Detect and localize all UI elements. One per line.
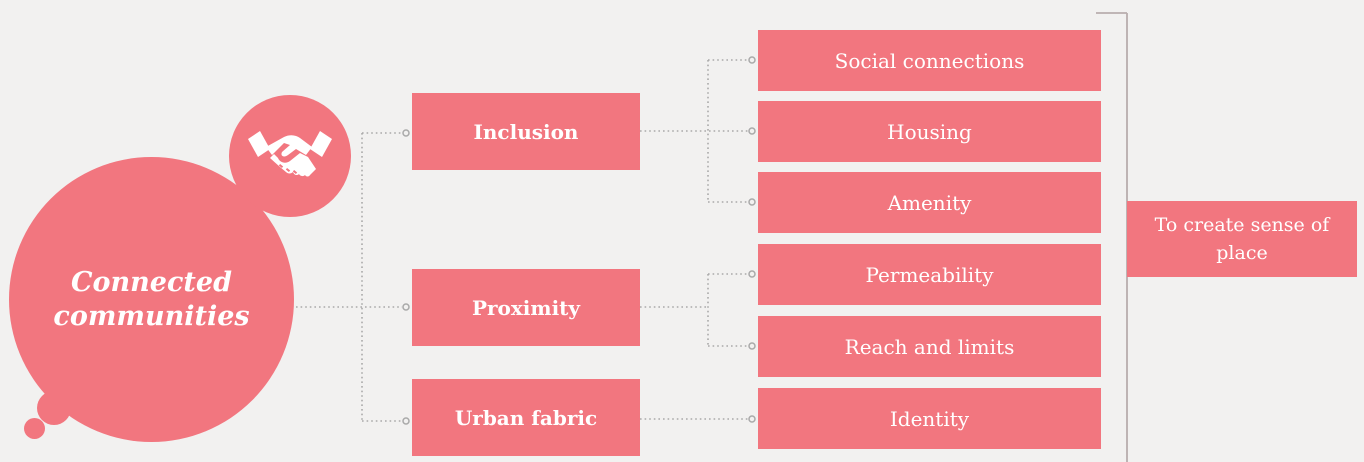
theme-label: Proximity (471, 295, 581, 320)
theme-label: Urban fabric (454, 405, 598, 430)
theme-box-urban-fabric: Urban fabric (412, 379, 640, 456)
central-topic-title: Connected communities (37, 266, 267, 334)
outcome-label: To create sense of place (1154, 214, 1330, 264)
element-box-permeability: Permeability (758, 244, 1101, 305)
element-box-social-connections: Social connections (758, 30, 1101, 91)
central-topic-line2: communities (53, 300, 250, 332)
central-topic-line1: Connected (71, 266, 232, 298)
element-box-housing: Housing (758, 101, 1101, 162)
thought-bubble-dot-small (24, 418, 45, 439)
element-label: Identity (889, 406, 970, 431)
element-box-reach-and-limits: Reach and limits (758, 316, 1101, 377)
theme-box-proximity: Proximity (412, 269, 640, 346)
element-label: Reach and limits (844, 334, 1015, 359)
theme-box-inclusion: Inclusion (412, 93, 640, 170)
element-label: Permeability (865, 262, 994, 287)
handshake-icon (248, 131, 332, 177)
theme-label: Inclusion (473, 119, 579, 144)
element-label: Housing (887, 119, 972, 144)
element-label: Social connections (834, 48, 1025, 73)
icon-badge (229, 95, 351, 217)
element-box-amenity: Amenity (758, 172, 1101, 233)
element-label: Amenity (887, 190, 972, 215)
central-topic-circle: Connected communities (9, 157, 294, 442)
element-box-identity: Identity (758, 388, 1101, 449)
outcome-box: To create sense of place (1127, 201, 1357, 277)
